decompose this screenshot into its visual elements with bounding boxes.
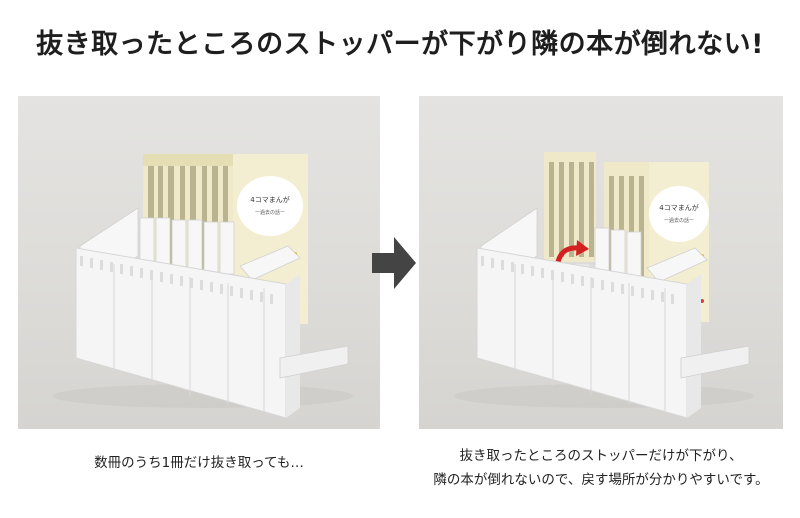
right-arrow-icon xyxy=(372,237,416,289)
stopper-lowered-photo: 4コマまんが ー過去の話ー xyxy=(419,96,783,429)
stopper-tiles-left xyxy=(79,207,301,295)
book-cover-subtitle: ー過去の話ー xyxy=(664,217,694,224)
right-caption-line1: 抜き取ったところのストッパーだけが下がり、 xyxy=(459,448,743,464)
book-cover-title: 4コマまんが xyxy=(659,203,698,212)
stand-body-left xyxy=(75,247,349,419)
book-stand-illustration-left: 4コマまんが ー過去の話ー xyxy=(53,154,353,419)
left-caption: 数冊のうち1冊だけ抜き取っても… xyxy=(94,455,304,471)
book-stack-left-group xyxy=(544,152,596,262)
stand-with-book-removed-photo: 4コマまんが ー過去の話ー xyxy=(18,96,380,429)
book-cover-subtitle: ー過去の話ー xyxy=(255,209,285,216)
right-caption: 抜き取ったところのストッパーだけが下がり、 隣の本が倒れないので、戻す場所が分か… xyxy=(419,444,783,492)
headline: 抜き取ったところのストッパーが下がり隣の本が倒れない! xyxy=(36,29,764,60)
book-cover-title: 4コマまんが xyxy=(250,195,289,204)
stand-body-right xyxy=(476,247,750,419)
book-stand-illustration-right: 4コマまんが ー過去の話ー xyxy=(454,152,754,419)
right-caption-line2: 隣の本が倒れないので、戻す場所が分かりやすいです。 xyxy=(433,472,769,488)
